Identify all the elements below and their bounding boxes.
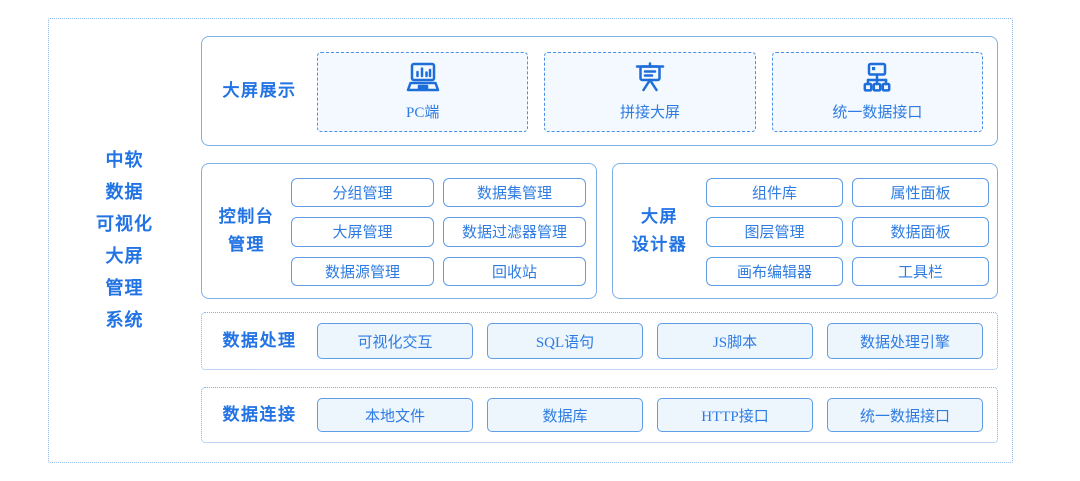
projection-screen-icon bbox=[630, 62, 670, 96]
processing-item: SQL语句 bbox=[487, 323, 643, 359]
system-title-line: 中软 bbox=[105, 149, 144, 170]
section-connection: 数据连接 本地文件 数据库 HTTP接口 统一数据接口 bbox=[201, 387, 998, 443]
connection-item: HTTP接口 bbox=[657, 398, 813, 432]
connection-item-label: 本地文件 bbox=[364, 408, 425, 425]
outer-dotted-frame bbox=[48, 18, 1013, 463]
pc-chart-icon bbox=[403, 62, 443, 96]
system-title-line: 系统 bbox=[105, 309, 144, 330]
console-item: 回收站 bbox=[443, 256, 586, 286]
console-item-label: 大屏管理 bbox=[332, 225, 393, 242]
console-item-label: 数据集管理 bbox=[476, 186, 552, 203]
display-item-label: PC端 bbox=[405, 105, 440, 121]
system-title: 中软 数据 可视化 大屏 管理 系统 bbox=[48, 18, 201, 461]
section-display: 大屏展示 PC端 bbox=[201, 36, 998, 146]
designer-item: 组件库 bbox=[706, 178, 843, 208]
system-title-line: 数据 bbox=[105, 181, 144, 202]
console-item-label: 分组管理 bbox=[332, 186, 393, 203]
connection-item: 数据库 bbox=[487, 398, 643, 432]
processing-item-label: JS脚本 bbox=[712, 334, 758, 351]
system-title-line: 大屏 bbox=[105, 245, 144, 266]
section-display-label-zone: 大屏展示 bbox=[202, 37, 317, 145]
designer-item-label: 图层管理 bbox=[744, 225, 805, 242]
network-topology-icon bbox=[857, 62, 897, 96]
connection-item: 本地文件 bbox=[317, 398, 473, 432]
section-label: 数据处理 bbox=[222, 331, 297, 350]
display-item-label: 拼接大屏 bbox=[619, 105, 680, 121]
section-connection-label-zone: 数据连接 bbox=[202, 388, 317, 442]
console-item: 数据过滤器管理 bbox=[443, 217, 586, 247]
processing-item: 数据处理引擎 bbox=[827, 323, 983, 359]
processing-item: 可视化交互 bbox=[317, 323, 473, 359]
section-processing-label-zone: 数据处理 bbox=[202, 313, 317, 369]
display-item-label: 统一数据接口 bbox=[832, 105, 923, 121]
processing-items: 可视化交互 SQL语句 JS脚本 数据处理引擎 bbox=[317, 313, 997, 369]
designer-items: 组件库 属性面板 图层管理 数据面板 画布编辑器 工具栏 bbox=[706, 164, 997, 298]
section-label: 大屏展示 bbox=[222, 81, 297, 100]
connection-item: 统一数据接口 bbox=[827, 398, 983, 432]
processing-item-label: 数据处理引擎 bbox=[859, 334, 950, 351]
designer-item-label: 属性面板 bbox=[890, 186, 951, 203]
connection-item-label: HTTP接口 bbox=[701, 408, 769, 425]
designer-item: 画布编辑器 bbox=[706, 256, 843, 286]
connection-item-label: 数据库 bbox=[542, 408, 588, 425]
connection-items: 本地文件 数据库 HTTP接口 统一数据接口 bbox=[317, 388, 997, 442]
display-items: PC端 拼接大屏 bbox=[317, 37, 997, 145]
designer-item-label: 数据面板 bbox=[890, 225, 951, 242]
processing-item-label: 可视化交互 bbox=[357, 334, 433, 351]
console-item-label: 数据过滤器管理 bbox=[461, 225, 567, 242]
console-item: 分组管理 bbox=[291, 178, 434, 208]
section-designer: 大屏 设计器 组件库 属性面板 图层管理 数据面板 画布编辑器 工具栏 bbox=[612, 163, 998, 299]
console-item: 数据集管理 bbox=[443, 178, 586, 208]
section-console-label-zone: 控制台 管理 bbox=[202, 164, 291, 298]
section-label: 管理 bbox=[228, 235, 265, 254]
section-designer-label-zone: 大屏 设计器 bbox=[613, 164, 706, 298]
connection-item-label: 统一数据接口 bbox=[859, 408, 950, 425]
system-title-line: 管理 bbox=[105, 277, 144, 298]
designer-item: 图层管理 bbox=[706, 217, 843, 247]
middle-row: 控制台 管理 分组管理 数据集管理 大屏管理 数据过滤器管理 数据源管理 回收站… bbox=[201, 163, 998, 299]
section-processing: 数据处理 可视化交互 SQL语句 JS脚本 数据处理引擎 bbox=[201, 312, 998, 370]
designer-item: 数据面板 bbox=[852, 217, 989, 247]
designer-item-label: 画布编辑器 bbox=[736, 264, 812, 281]
designer-item-label: 组件库 bbox=[751, 186, 797, 203]
section-label: 设计器 bbox=[631, 235, 688, 254]
section-label: 大屏 bbox=[641, 207, 678, 226]
console-item-label: 数据源管理 bbox=[324, 264, 400, 281]
console-item: 大屏管理 bbox=[291, 217, 434, 247]
display-item-splicing-screen: 拼接大屏 bbox=[544, 52, 756, 132]
console-item-label: 回收站 bbox=[491, 264, 537, 281]
display-item-unified-data-interface: 统一数据接口 bbox=[771, 52, 983, 132]
system-title-line: 可视化 bbox=[96, 213, 153, 234]
processing-item-label: SQL语句 bbox=[535, 334, 595, 351]
designer-item: 属性面板 bbox=[852, 178, 989, 208]
section-label: 控制台 bbox=[218, 207, 275, 226]
console-items: 分组管理 数据集管理 大屏管理 数据过滤器管理 数据源管理 回收站 bbox=[291, 164, 596, 298]
designer-item-label: 工具栏 bbox=[897, 264, 943, 281]
console-item: 数据源管理 bbox=[291, 256, 434, 286]
processing-item: JS脚本 bbox=[657, 323, 813, 359]
designer-item: 工具栏 bbox=[852, 256, 989, 286]
section-console: 控制台 管理 分组管理 数据集管理 大屏管理 数据过滤器管理 数据源管理 回收站 bbox=[201, 163, 597, 299]
display-item-pc: PC端 bbox=[317, 52, 529, 132]
section-label: 数据连接 bbox=[222, 405, 297, 424]
main-column: 大屏展示 PC端 bbox=[201, 36, 998, 443]
